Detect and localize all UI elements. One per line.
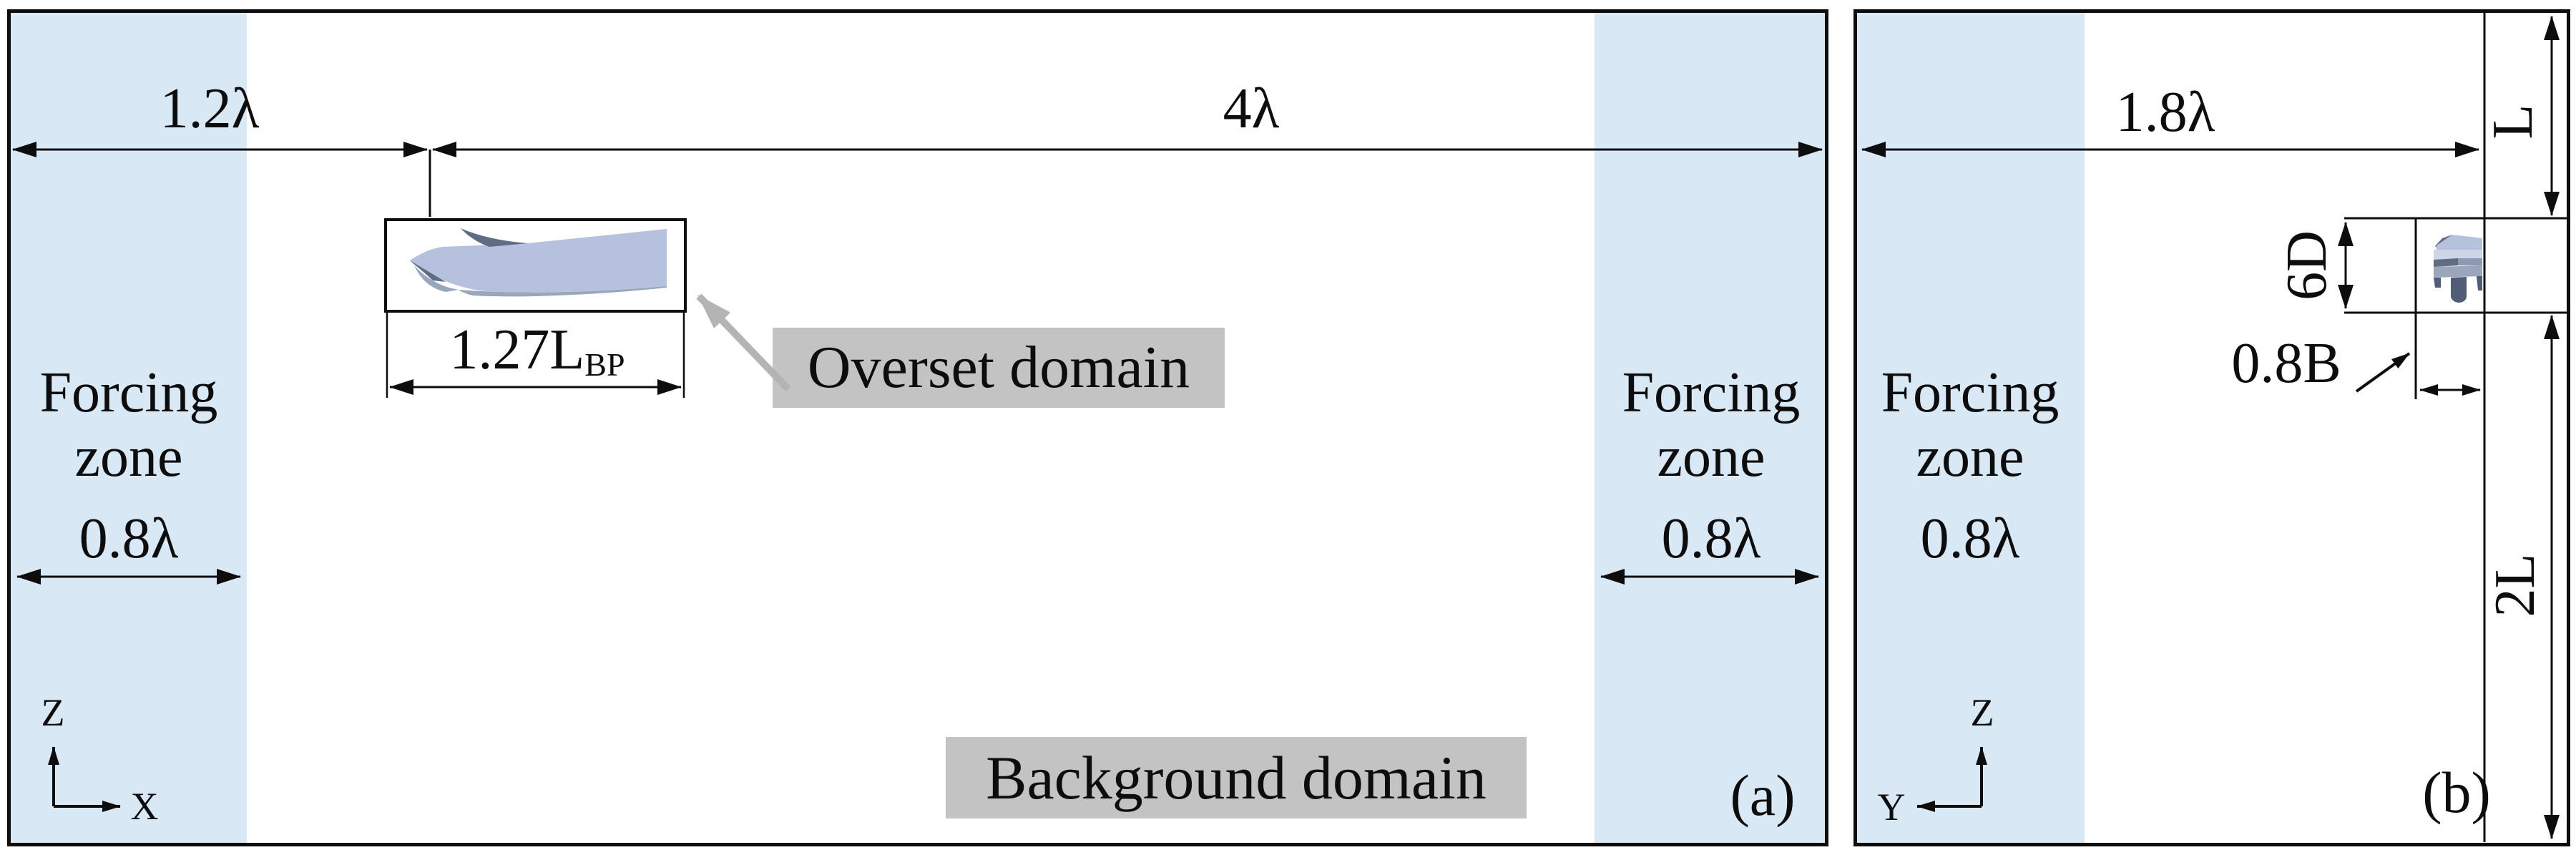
- dim-label-6D: 6D: [2276, 230, 2339, 300]
- panel-b-forcing-zone-title-line1: Forcing: [1881, 361, 2060, 424]
- forcing-zone-right-width-label: 0.8λ: [1661, 507, 1761, 570]
- panel-b-tag: (b): [2422, 760, 2491, 825]
- panel-a-tag: (a): [1730, 763, 1796, 828]
- panel-b-forcing-zone-width-label: 0.8λ: [1920, 507, 2020, 570]
- panel-b-forcing-zone-title-line2: zone: [1916, 426, 2024, 489]
- dim-label-overset-length-sub: BP: [584, 346, 625, 383]
- dim-label-0-8B: 0.8B: [2231, 332, 2341, 395]
- forcing-zone-left-title-line2: zone: [74, 426, 183, 489]
- ship-hull-stern-view: [2434, 235, 2482, 303]
- forcing-zone-left-width-label: 0.8λ: [79, 507, 179, 570]
- panel-b-axis-z-label: Z: [1970, 691, 1994, 734]
- overset-domain-label-box: Overset domain: [773, 328, 1225, 408]
- panel-b-border: [1853, 9, 2570, 846]
- panel-a-border: [7, 9, 1828, 846]
- dim-label-2L: 2L: [2484, 553, 2547, 617]
- dim-label-L: L: [2482, 104, 2545, 140]
- dim-label-1-8-lambda: 1.8λ: [2115, 81, 2215, 144]
- overset-domain-label: Overset domain: [807, 334, 1190, 401]
- background-domain-label-box: Background domain: [946, 737, 1527, 819]
- dim-label-overset-length-main: 1.27L: [449, 318, 585, 381]
- dim-label-1-2-lambda: 1.2λ: [160, 77, 260, 140]
- panel-a-axis-z-label: Z: [41, 691, 65, 734]
- dim-label-4-lambda: 4λ: [1223, 77, 1280, 140]
- background-domain-label: Background domain: [986, 743, 1487, 812]
- forcing-zone-right-title-line1: Forcing: [1622, 361, 1801, 424]
- dim-label-overset-length: 1.27L BP: [449, 318, 625, 383]
- panel-a-axis-x-label: X: [130, 785, 159, 828]
- forcing-zone-left-title-line1: Forcing: [39, 361, 218, 424]
- panel-b-axis-y-label: Y: [1877, 786, 1906, 829]
- forcing-zone-right-title-line2: zone: [1657, 426, 1766, 489]
- ship-hull-side-view: [410, 228, 667, 297]
